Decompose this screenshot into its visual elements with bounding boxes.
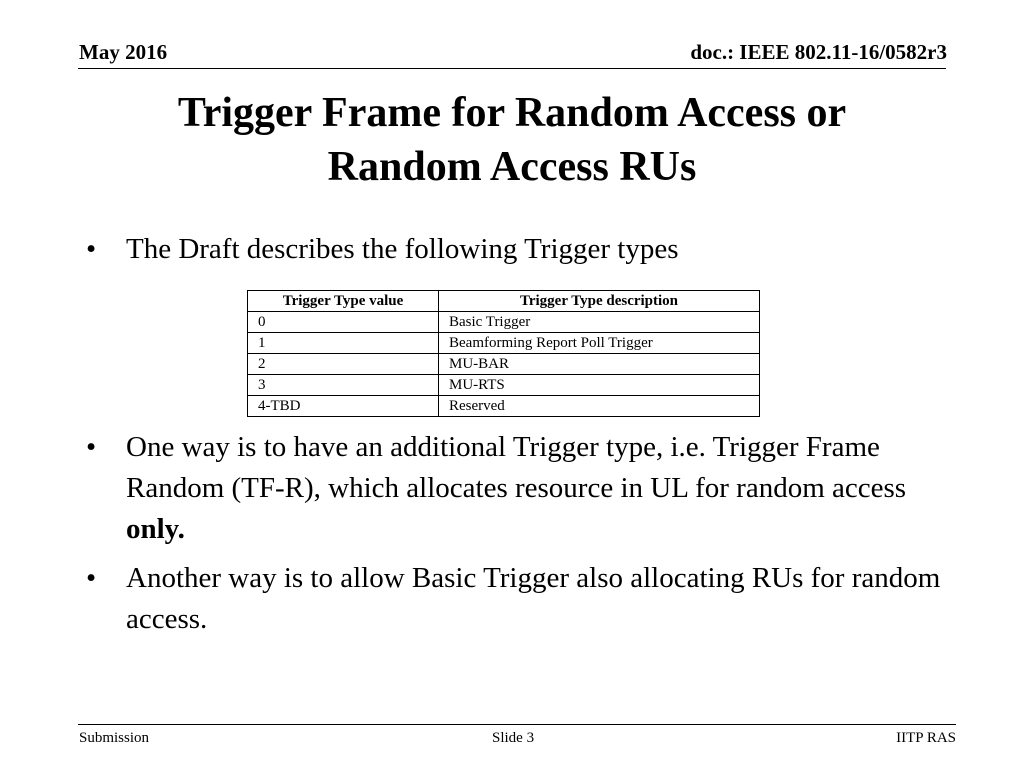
table-row: 1 Beamforming Report Poll Trigger: [247, 332, 760, 354]
bullet-intro-text: The Draft describes the following Trigge…: [126, 233, 679, 265]
table-cell-value: 1: [247, 332, 439, 354]
table-cell-value: 4-TBD: [247, 395, 439, 417]
bullet-option-tf-r: • One way is to have an additional Trigg…: [86, 427, 956, 550]
table-row: 4-TBD Reserved: [247, 395, 760, 417]
bullet-option-tf-r-emphasis: only.: [126, 513, 185, 545]
bullet-intro: • The Draft describes the following Trig…: [86, 229, 956, 270]
slide-title-line-1: Trigger Frame for Random Access or: [177, 90, 847, 136]
footer-organization: IITP RAS: [896, 730, 956, 746]
table-cell-value: 2: [247, 353, 439, 375]
slide-title: Trigger Frame for Random Access or Rando…: [0, 86, 1024, 194]
bullet-dot: •: [86, 431, 97, 463]
table-row: 2 MU-BAR: [247, 353, 760, 375]
trigger-type-table: Trigger Type value Trigger Type descript…: [247, 290, 760, 417]
bullet-option-basic-trigger-text: Another way is to allow Basic Trigger al…: [126, 562, 941, 635]
bullet-dot: •: [86, 562, 97, 594]
table-cell-description: MU-BAR: [438, 353, 760, 375]
table-cell-value: 3: [247, 374, 439, 396]
table-row: 3 MU-RTS: [247, 374, 760, 396]
bullet-option-basic-trigger: • Another way is to allow Basic Trigger …: [86, 558, 956, 640]
table-cell-description: Beamforming Report Poll Trigger: [438, 332, 760, 354]
table-header-value: Trigger Type value: [247, 290, 439, 312]
table-cell-description: Basic Trigger: [438, 311, 760, 333]
table-row: 0 Basic Trigger: [247, 311, 760, 333]
bullet-option-tf-r-text: One way is to have an additional Trigger…: [126, 427, 956, 550]
table-cell-description: Reserved: [438, 395, 760, 417]
footer-divider: [78, 724, 956, 725]
footer-submission: Submission: [79, 730, 150, 746]
bullet-dot: •: [86, 233, 97, 265]
table-cell-description: MU-RTS: [438, 374, 760, 396]
table-header-description: Trigger Type description: [438, 290, 760, 312]
bullet-option-tf-r-body: One way is to have an additional Trigger…: [126, 431, 907, 504]
header-divider: [78, 68, 946, 69]
header-date: May 2016: [79, 40, 168, 64]
table-cell-value: 0: [247, 311, 439, 333]
footer-slide-number: Slide 3: [492, 730, 535, 746]
slide-title-line-2: Random Access RUs: [327, 144, 697, 190]
table-header-row: Trigger Type value Trigger Type descript…: [247, 290, 760, 312]
header-doc-id: doc.: IEEE 802.11-16/0582r3: [690, 40, 947, 64]
